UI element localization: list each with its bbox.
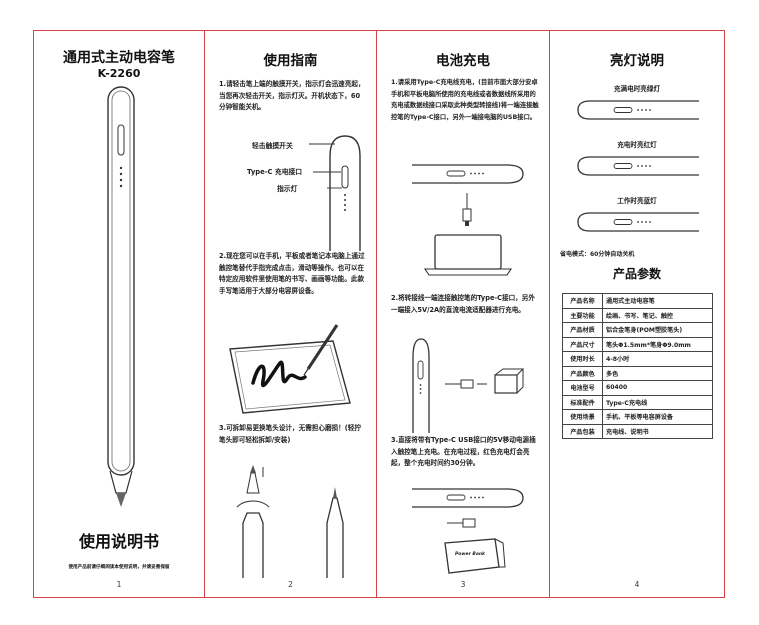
stylus-light-red (577, 156, 699, 176)
stylus-top-diagram (309, 135, 361, 251)
power-save-note: 省电模式：60分钟自动关机 (560, 251, 635, 258)
spec-value: 多色 (602, 365, 713, 381)
usage-guide-title: 使用指南 (263, 53, 318, 69)
spec-value: 60400 (602, 380, 713, 396)
params-title: 产品参数 (612, 267, 661, 281)
spec-table: 产品名称通用式主动电容笔 主要功能绘画、书写、笔记、触控 产品材质铝合金笔身(P… (562, 293, 713, 439)
page-lights-and-specs: 亮灯说明 充满电时亮绿灯 充电时亮红灯 工作时亮蓝灯 省电模式：60分钟自动关机… (549, 31, 724, 597)
manual-sheet: 通用式主动电容笔 K-2260 使用说明书 使用产品前请仔细阅读本使用说明，并请… (33, 30, 725, 598)
charging-step-3: 3.直接将带有Type-C USB接口的5V移动电源插入触控笔上充电。在充电过程… (391, 436, 536, 467)
table-row: 主要功能绘画、书写、笔记、触控 (562, 307, 713, 323)
table-row: 产品包装充电线、说明书 (562, 423, 713, 439)
light-green-label: 充满电时亮绿灯 (613, 85, 661, 93)
spec-value: 手机、平板等电容屏设备 (602, 409, 713, 425)
spec-key: 主要功能 (562, 307, 603, 323)
light-red-label: 充电时亮红灯 (617, 141, 657, 149)
table-row: 产品颜色多色 (562, 365, 713, 381)
product-title: 通用式主动电容笔 (63, 50, 175, 66)
page-charging: 电池充电 1.请采用Type-C充电线充电，(目前市面大部分安卓手机和平板电脑所… (376, 31, 549, 597)
spec-key: 电池型号 (562, 380, 603, 396)
page-number: 2 (288, 580, 293, 589)
manual-title: 使用说明书 (78, 532, 159, 551)
spec-value: 铝合金笔身(POM塑胶笔头) (602, 322, 713, 338)
spec-key: 产品尺寸 (562, 336, 603, 352)
spec-value: Type-C充电线 (602, 394, 713, 410)
product-model: K-2260 (97, 67, 141, 80)
usage-notice: 使用产品前请仔细阅读本使用说明，并请妥善保留 (68, 565, 170, 570)
charge-usb-illustration (412, 164, 524, 276)
label-indicator: 指示灯 (277, 185, 298, 193)
page-number: 4 (634, 580, 640, 589)
charging-step-2: 2.将转接线一端连接触控笔的Type-C接口，另外一端接入5V/2A的直流电流适… (391, 294, 535, 314)
charge-adapter-illustration (412, 338, 525, 433)
charge-powerbank-illustration (412, 488, 524, 574)
stylus-light-green (577, 100, 699, 120)
light-blue-label: 工作时亮蓝灯 (617, 197, 657, 205)
page-number: 3 (460, 580, 466, 589)
tablet-writing-illustration (229, 324, 351, 414)
spec-value: 4-8小时 (602, 351, 713, 367)
charging-step-1: 1.请采用Type-C充电线充电，(目前市面大部分安卓手机和平板电脑所使用的充电… (391, 79, 539, 121)
usage-step-3: 3.可拆卸易更换笔头设计，无需担心磨损！(轻拧笔头即可轻松拆卸/安装) (219, 424, 361, 444)
spec-key: 使用时长 (562, 351, 603, 367)
stylus-illustration (107, 86, 135, 507)
page-number: 1 (116, 580, 122, 589)
spec-value: 绘画、书写、笔记、触控 (602, 307, 713, 323)
spec-key: 标准配件 (562, 394, 603, 410)
charging-title: 电池充电 (436, 53, 490, 69)
spec-key: 产品名称 (562, 293, 603, 309)
table-row: 产品尺寸笔头Φ1.5mm*笔身Φ9.0mm (562, 336, 713, 352)
spec-key: 产品包装 (562, 423, 603, 439)
tip-removal-illustration (236, 465, 344, 578)
label-touch-switch: 轻击触摸开关 (252, 142, 293, 150)
lights-title: 亮灯说明 (610, 53, 664, 69)
spec-key: 产品颜色 (562, 365, 603, 381)
page-usage-guide: 使用指南 1.请轻击笔上端的触摸开关，指示灯会迅速亮起，当您再次轻击开关，指示灯… (204, 31, 376, 597)
stylus-light-blue (577, 212, 699, 232)
page-cover: 通用式主动电容笔 K-2260 使用说明书 使用产品前请仔细阅读本使用说明，并请… (34, 31, 204, 597)
table-row: 产品名称通用式主动电容笔 (562, 293, 713, 309)
spec-key: 使用场景 (562, 409, 603, 425)
spec-value: 充电线、说明书 (602, 423, 713, 439)
powerbank-label: Power Bank (455, 552, 486, 557)
spec-value: 通用式主动电容笔 (602, 293, 713, 309)
spec-key: 产品材质 (562, 322, 603, 338)
table-row: 产品材质铝合金笔身(POM塑胶笔头) (562, 322, 713, 338)
label-type-c-port: Type-C 充电接口 (247, 168, 303, 176)
usage-step-2: 2.现在您可以在手机，平板或者笔记本电脑上通过触控笔替代手指完成点击，滑动等操作… (219, 252, 365, 295)
table-row: 使用场景手机、平板等电容屏设备 (562, 409, 713, 425)
spec-value: 笔头Φ1.5mm*笔身Φ9.0mm (602, 336, 713, 352)
usage-step-1: 1.请轻击笔上端的触摸开关，指示灯会迅速亮起，当您再次轻击开关，指示灯灭。开机状… (219, 80, 365, 111)
